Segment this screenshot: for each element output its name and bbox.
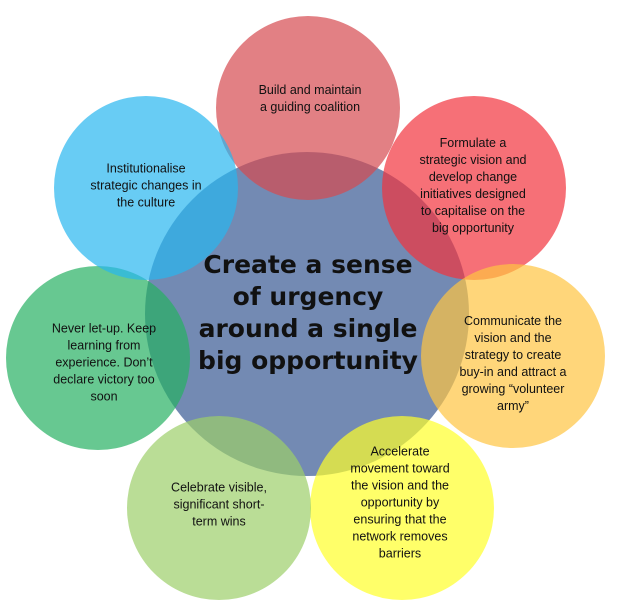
step-circle-institutionalise [54, 96, 238, 280]
step-label-accelerate-movement: Accelerate movement toward the vision an… [350, 444, 450, 561]
step-circle-communicate-vision [421, 264, 605, 448]
step-label-build-coalition: Build and maintain a guiding coalition [258, 83, 362, 114]
step-circle-celebrate-wins [127, 416, 311, 600]
step-circle-never-let-up [6, 266, 190, 450]
center-label: Create a sense of urgency around a singl… [198, 250, 418, 375]
step-circle-build-coalition [216, 16, 400, 200]
step-label-communicate-vision: Communicate the vision and the strategy … [459, 314, 567, 413]
step-label-institutionalise: Institutionalise strategic changes in th… [90, 161, 202, 210]
step-circle-accelerate-movement [310, 416, 494, 600]
step-label-formulate-vision: Formulate a strategic vision and develop… [419, 136, 527, 235]
step-label-never-let-up: Never let-up. Keep learning from experie… [51, 321, 157, 404]
step-label-celebrate-wins: Celebrate visible, significant short- te… [171, 480, 267, 529]
step-circle-formulate-vision [382, 96, 566, 280]
